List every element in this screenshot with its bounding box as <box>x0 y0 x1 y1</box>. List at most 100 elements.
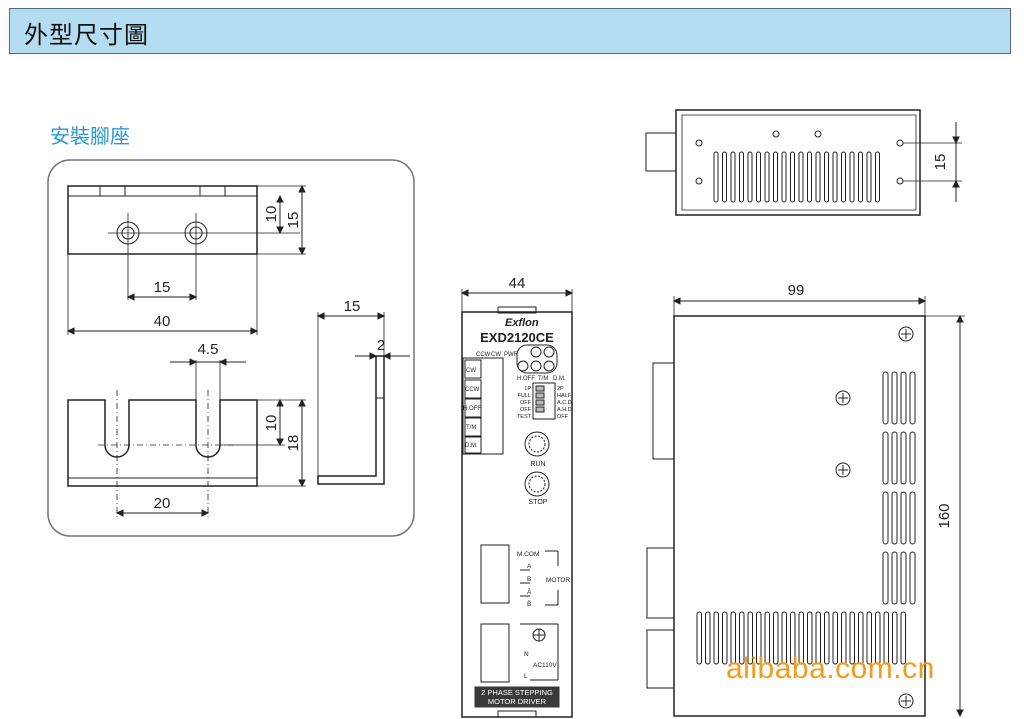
vent-slot <box>713 611 719 665</box>
vent-slot <box>841 151 846 203</box>
page-title: 外型尺寸圖 <box>24 21 149 49</box>
vent-slot <box>790 611 796 665</box>
vent-slot <box>756 151 761 203</box>
vent-slot <box>900 431 907 485</box>
vent-slot <box>764 611 770 665</box>
watermark: alibaba.com.cn <box>726 652 935 685</box>
motor-terminal-mcom: M.COM <box>517 551 539 558</box>
dim-side-depth: 15 <box>344 298 361 315</box>
dim-slot-pitch: 20 <box>154 495 171 512</box>
vent-slot <box>909 551 916 605</box>
led-label-pwr: PWR <box>504 352 519 358</box>
vent-slot <box>866 151 872 203</box>
vent-slot <box>773 611 779 665</box>
vent-slot <box>866 611 872 665</box>
vent-slot <box>705 611 711 665</box>
vent-slot <box>900 551 907 605</box>
model-name: EXD2120CE <box>480 330 554 345</box>
vent-slot <box>722 151 727 203</box>
vent-slot <box>900 611 906 665</box>
vent-slot <box>892 611 898 665</box>
dim-top-h-small: 10 <box>263 206 280 223</box>
vent-slot <box>798 151 804 203</box>
vent-slot <box>739 611 745 665</box>
switch-label-hoff: H.OFF <box>517 376 535 382</box>
vent-slot <box>722 611 728 665</box>
led-label-ccw: CCW <box>476 352 491 358</box>
dip-left-3: OFF <box>520 400 532 406</box>
vent-slot <box>891 551 898 605</box>
vent-slot <box>798 611 804 665</box>
dip-left-2: FULL <box>518 393 531 399</box>
vent-slot <box>849 151 855 203</box>
vent-slot <box>900 491 907 545</box>
power-terminal-n: N <box>524 651 529 658</box>
motor-terminal-a: A <box>527 563 532 570</box>
dip-right-4: A.H.D. <box>557 407 574 413</box>
side-bracket <box>316 312 410 485</box>
vent-slot <box>790 151 795 203</box>
vent-slot <box>882 431 889 485</box>
vent-slot <box>882 551 889 605</box>
vent-slot <box>747 151 753 203</box>
dim-top-hole-spacing: 15 <box>932 154 949 171</box>
top-view <box>645 109 962 216</box>
mount-section-title: 安裝腳座 <box>50 125 130 148</box>
terminal-ccw: CCW <box>465 387 480 393</box>
vent-slot <box>882 491 889 545</box>
vent-slot <box>909 431 916 485</box>
vent-slot <box>824 611 830 665</box>
dim-top-hole-pitch: 15 <box>154 279 171 296</box>
header-bar: 外型尺寸圖 <box>9 8 1011 54</box>
vent-slot <box>747 611 753 665</box>
led-label-cw: CW <box>491 352 501 358</box>
dim-top-width: 40 <box>154 313 171 330</box>
vent-slot <box>832 151 838 203</box>
vent-slot <box>858 611 864 665</box>
switch-label-dm: D.M. <box>553 376 566 382</box>
brand-logo: Exflon <box>505 317 539 329</box>
footer-line1: 2 PHASE STEPPING <box>481 688 553 697</box>
dim-slot-width: 4.5 <box>198 341 219 358</box>
vent-slot <box>696 611 702 665</box>
vent-slot <box>781 151 787 203</box>
terminal-cw: CW <box>466 368 476 374</box>
vent-slot <box>807 611 813 665</box>
dim-front-width: 44 <box>509 275 526 292</box>
vent-slot <box>891 371 898 425</box>
knob-run-label: RUN <box>530 461 545 468</box>
dim-bot-h-small: 10 <box>263 415 280 432</box>
dim-top-h-large: 15 <box>285 212 302 229</box>
vent-slot <box>730 611 736 665</box>
vent-slot <box>841 611 847 665</box>
vent-slot <box>764 151 770 203</box>
motor-terminal-b: B <box>527 576 531 583</box>
vent-slot <box>891 431 898 485</box>
switch-label-tm: T/M <box>538 376 548 382</box>
vent-slot <box>909 371 916 425</box>
vent-slot <box>883 611 889 665</box>
dim-side-thickness: 2 <box>377 337 385 354</box>
terminal-hoff: H.OFF <box>463 406 481 412</box>
dip-right-3: A.C.D. <box>557 400 574 406</box>
terminal-tm: T/M <box>466 425 476 431</box>
dip-left-5: TEST <box>517 414 532 420</box>
top-bracket <box>66 184 306 335</box>
dim-bot-h-large: 18 <box>285 435 302 452</box>
vent-slot <box>832 611 838 665</box>
terminal-dm: D.M. <box>465 443 478 449</box>
motor-terminal-b-bar: B̄ <box>527 600 531 608</box>
dip-right-1: 2P <box>557 386 564 392</box>
dip-left-4: OFF <box>520 407 532 413</box>
footer-line2: MOTOR DRIVER <box>488 697 547 706</box>
vent-slot <box>781 611 787 665</box>
vent-slot <box>909 491 916 545</box>
vent-slot <box>815 611 821 665</box>
dip-right-2: HALF <box>557 393 572 399</box>
vent-slot <box>900 371 907 425</box>
dim-side-height-160: 160 <box>936 503 953 528</box>
vent-slot <box>875 611 881 665</box>
vent-slot <box>858 151 863 203</box>
vent-slot <box>773 151 778 203</box>
